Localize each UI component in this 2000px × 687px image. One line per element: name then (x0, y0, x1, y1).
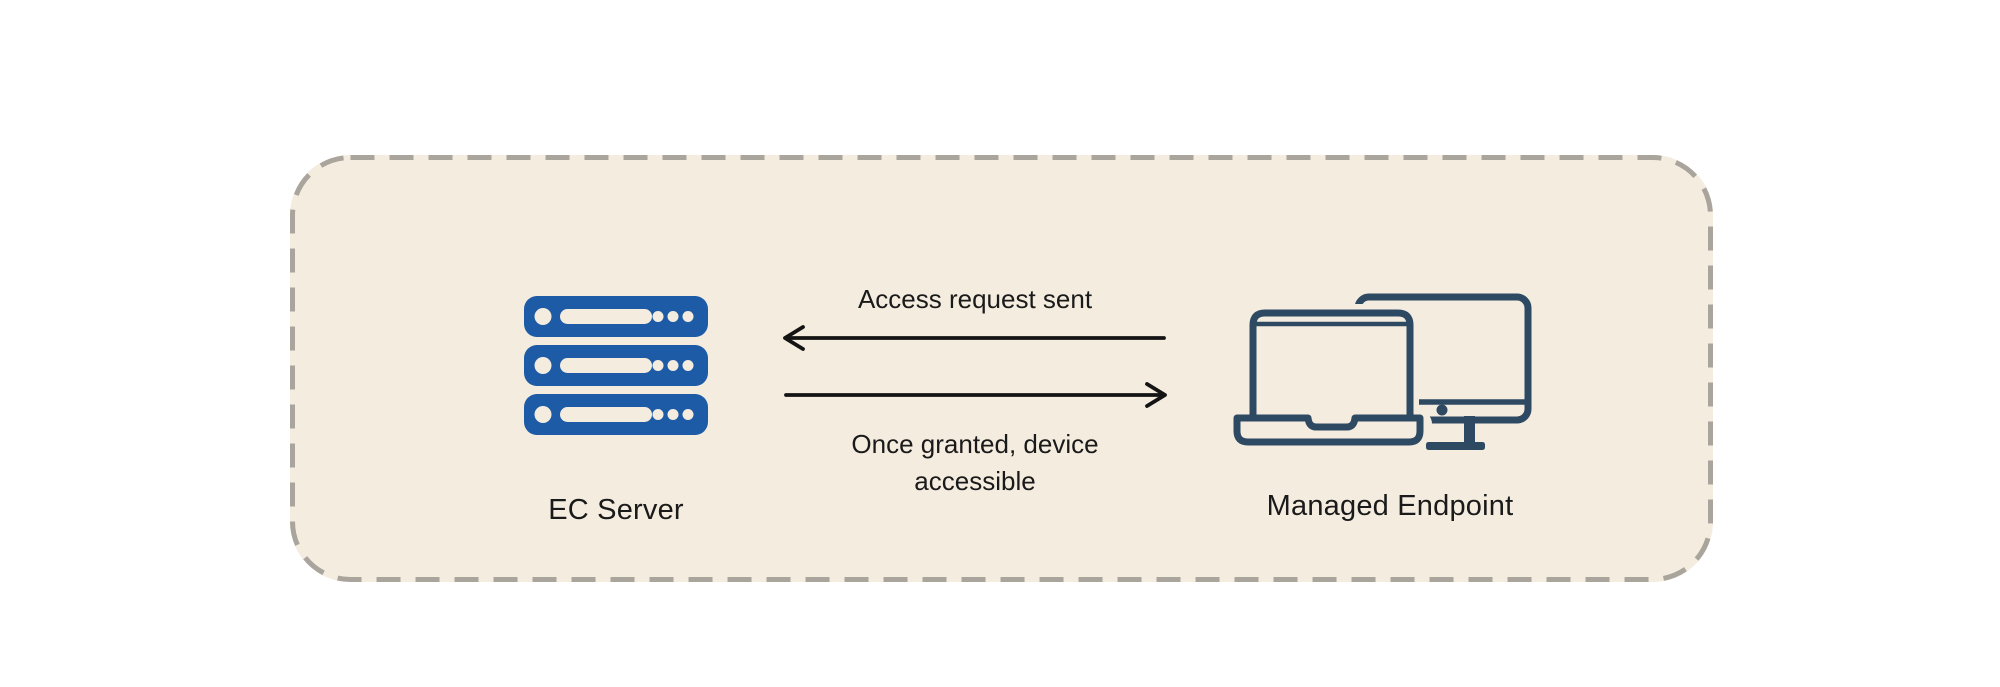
grant-access-label: Once granted, device accessible (851, 429, 1099, 496)
ec-server-label: EC Server (548, 494, 684, 526)
server-stack-icon (524, 296, 708, 435)
grant-access-arrow (784, 382, 1167, 408)
laptop-icon (1233, 309, 1424, 446)
server-unit-details (534, 308, 694, 423)
access-request-label: Access request sent (857, 284, 1093, 314)
flow-arrows (783, 325, 1167, 408)
managed-endpoint-label: Managed Endpoint (1266, 490, 1514, 522)
monitor-stand (1426, 416, 1485, 450)
dashed-border-rect (290, 155, 1713, 582)
monitor-stand (1436, 404, 1448, 416)
laptop-and-monitor-icon (1229, 293, 1532, 450)
access-request-arrow (783, 325, 1166, 351)
dashed-border (290, 155, 1713, 582)
